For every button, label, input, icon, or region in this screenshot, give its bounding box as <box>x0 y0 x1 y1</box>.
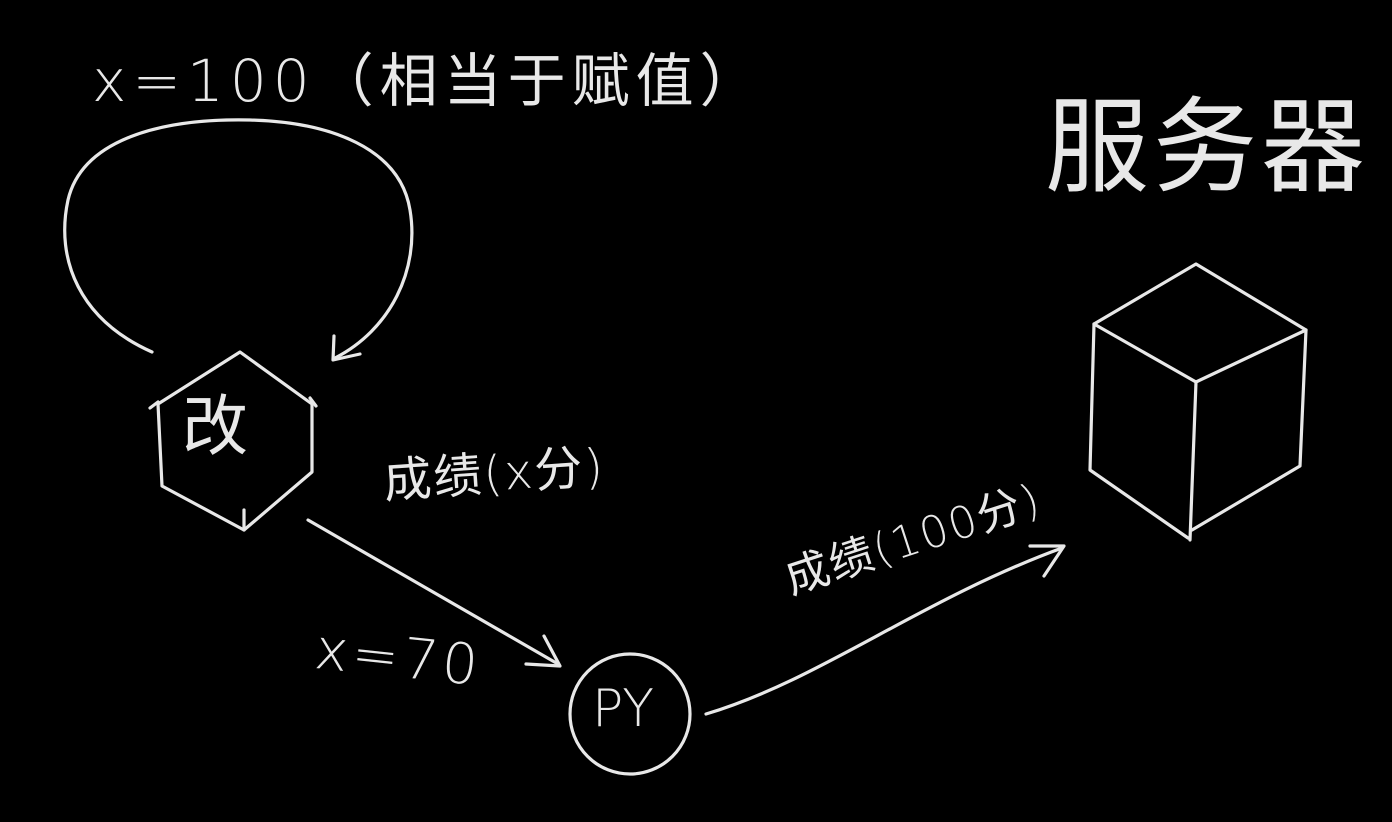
self-loop-arrowhead <box>331 334 362 362</box>
arrow-hex-to-py-head <box>524 634 562 668</box>
edge-to-py-label: 成绩(x分) <box>381 438 607 510</box>
hex-tick-marks <box>148 396 318 532</box>
arrow-py-to-server-head <box>1028 544 1066 578</box>
arrow-py-to-server <box>704 546 1064 716</box>
hex-node-label: 改 <box>182 388 250 465</box>
edge-to-py-condition: x=70 <box>311 617 485 700</box>
py-node <box>568 652 692 776</box>
self-loop-arrow <box>63 118 414 360</box>
py-node-label: PY <box>592 679 654 739</box>
self-loop-label: x=100（相当于赋值） <box>92 47 764 115</box>
cube-icon <box>1088 262 1308 542</box>
arrow-hex-to-py <box>306 518 560 666</box>
server-label: 服务器 <box>1045 86 1370 208</box>
